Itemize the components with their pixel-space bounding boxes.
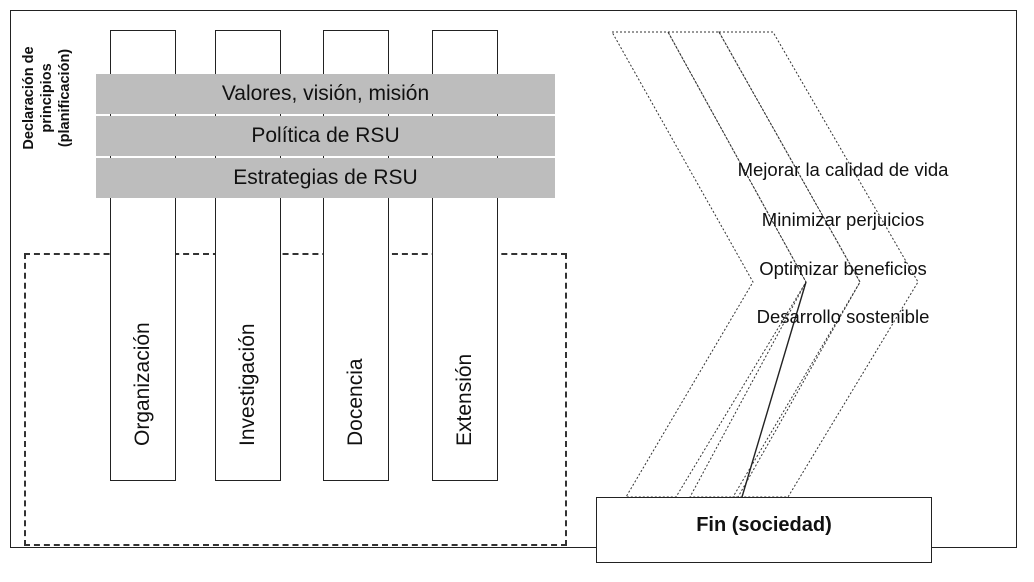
band-politica-rsu: Política de RSU [96, 116, 555, 156]
pillar-label-organizacion: Organización [131, 322, 154, 446]
pillar-label-investigacion: Investigación [236, 323, 259, 446]
dashed-region [24, 253, 567, 546]
fin-sociedad-box: Fin (sociedad) [596, 497, 932, 563]
band-estrategias-rsu: Estrategias de RSU [96, 158, 555, 198]
principles-label-line-1: Declaración de [21, 46, 37, 150]
principles-label-line-3: (planificación) [57, 48, 73, 148]
principles-label-line-2: principios [39, 63, 55, 133]
pillar-label-extension: Extensión [453, 353, 476, 446]
goal-optimizar-beneficios: Optimizar beneficios [759, 258, 927, 279]
goal-minimizar-perjuicios: Minimizar perjuicios [761, 209, 925, 230]
goal-desarrollo-sostenible: Desarrollo sostenible [756, 306, 930, 327]
pillar-label-docencia: Docencia [344, 358, 367, 446]
fin-sociedad-label: Fin (sociedad) [696, 513, 832, 536]
outer-frame [10, 10, 1017, 548]
goal-calidad-de-vida: Mejorar la calidad de vida [737, 159, 949, 180]
band-valores-vision-mision: Valores, visión, misión [96, 74, 555, 114]
